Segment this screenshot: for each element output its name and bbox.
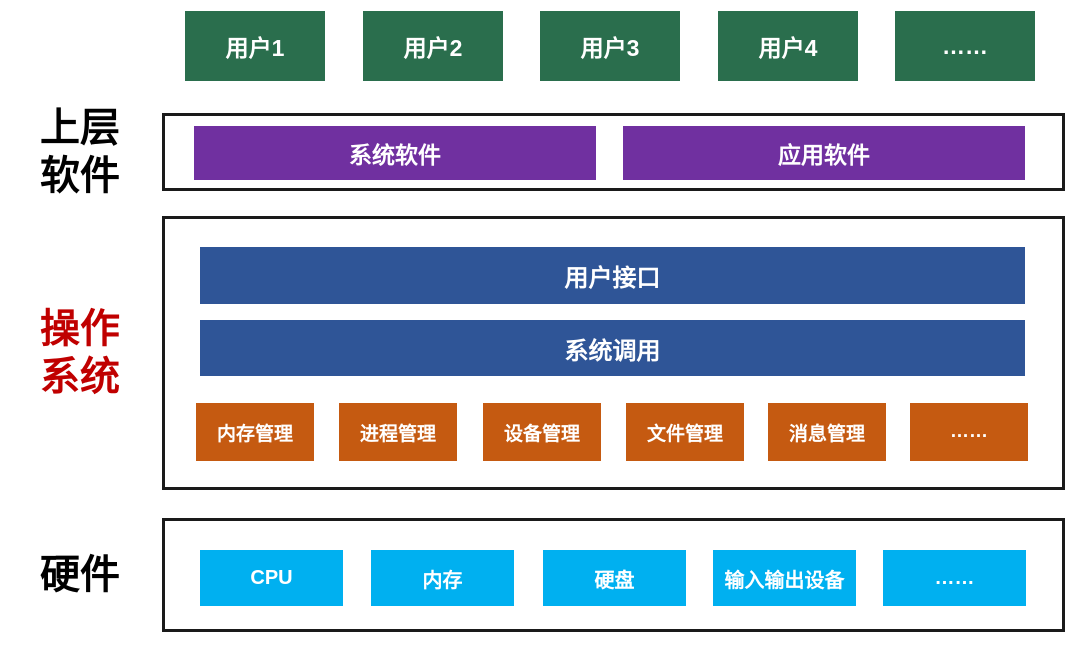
hard-disk-box: 硬盘 xyxy=(543,550,686,606)
user-box-2: 用户2 xyxy=(363,11,503,81)
more-hardware-box: …… xyxy=(883,550,1026,606)
system-software-box: 系统软件 xyxy=(194,126,596,180)
system-call-bar: 系统调用 xyxy=(200,320,1025,376)
message-management-box: 消息管理 xyxy=(768,403,886,461)
cpu-box: CPU xyxy=(200,550,343,606)
upper-software-label-line1: 上层 xyxy=(40,106,120,150)
os-label: 操作 系统 xyxy=(0,216,160,490)
hardware-frame: CPU 内存 硬盘 输入输出设备 …… xyxy=(162,518,1065,632)
os-label-line1: 操作 xyxy=(40,307,120,351)
application-software-box: 应用软件 xyxy=(623,126,1025,180)
user-box-4: 用户4 xyxy=(718,11,858,81)
user-box-3: 用户3 xyxy=(540,11,680,81)
user-box-1: 用户1 xyxy=(185,11,325,81)
memory-management-box: 内存管理 xyxy=(196,403,314,461)
hardware-label-text: 硬件 xyxy=(40,553,120,597)
hardware-label: 硬件 xyxy=(0,518,160,632)
os-frame: 用户接口 系统调用 内存管理 进程管理 设备管理 文件管理 消息管理 …… xyxy=(162,216,1065,490)
more-modules-box: …… xyxy=(910,403,1028,461)
io-devices-box: 输入输出设备 xyxy=(713,550,856,606)
upper-software-label: 上层 软件 xyxy=(0,106,160,198)
user-box-more: …… xyxy=(895,11,1035,81)
memory-box: 内存 xyxy=(371,550,514,606)
upper-software-label-line2: 软件 xyxy=(40,154,120,198)
upper-software-frame: 系统软件 应用软件 xyxy=(162,113,1065,191)
process-management-box: 进程管理 xyxy=(339,403,457,461)
user-interface-bar: 用户接口 xyxy=(200,247,1025,304)
os-label-line2: 系统 xyxy=(40,355,120,399)
file-management-box: 文件管理 xyxy=(626,403,744,461)
device-management-box: 设备管理 xyxy=(483,403,601,461)
